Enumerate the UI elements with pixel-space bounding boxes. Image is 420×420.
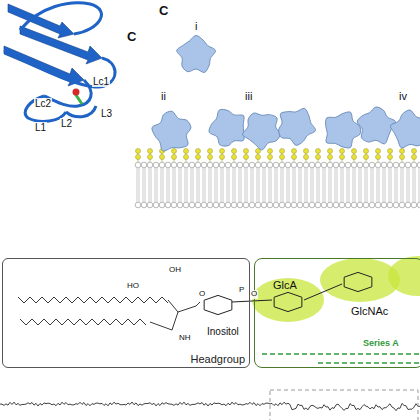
loop-label: C: [126, 30, 137, 44]
protein-blob: [326, 112, 361, 148]
atom-label: P: [238, 286, 245, 295]
loop-label: L3: [100, 108, 113, 119]
protein-blob: [209, 109, 244, 146]
atom-label: HO: [126, 282, 140, 291]
protein-blob: [279, 108, 316, 145]
chemical-structure: [18, 256, 420, 363]
loop-label: L2: [60, 118, 73, 129]
panel-label: ii: [160, 90, 167, 102]
protein-blob: [177, 35, 216, 72]
panel-label: C: [158, 4, 169, 18]
protein-blob: [152, 111, 191, 151]
panel-label: i: [194, 20, 198, 32]
node-text: GlcNAc: [351, 305, 388, 317]
protein-blob: [243, 113, 281, 150]
loop-label: Lc2: [34, 98, 52, 109]
spectrum-trace: [0, 402, 420, 411]
membrane: [135, 149, 420, 208]
glycan-panel: GlcA GlcNAcSeries A: [254, 258, 420, 368]
panel-label: iv: [398, 90, 408, 102]
node-text: Series A: [363, 339, 399, 349]
protein-blob: [357, 107, 395, 144]
atom-label: OH: [168, 266, 182, 275]
atom-label: NH: [178, 334, 192, 343]
atom-label: O: [198, 290, 206, 299]
protein-ribbon: [4, 3, 115, 122]
structure-panel: Headgroup: [2, 258, 250, 368]
atom-label: Inositol: [206, 326, 240, 337]
panel-label: iii: [244, 90, 253, 102]
protein-blob: [391, 110, 420, 148]
node-text: GlcA: [273, 279, 297, 291]
atom-label: O: [250, 290, 258, 299]
loop-label: L1: [34, 122, 47, 133]
loop-label: Lc1: [92, 76, 110, 87]
inset-frame: [270, 390, 418, 420]
node-text: Headgroup: [191, 353, 245, 365]
